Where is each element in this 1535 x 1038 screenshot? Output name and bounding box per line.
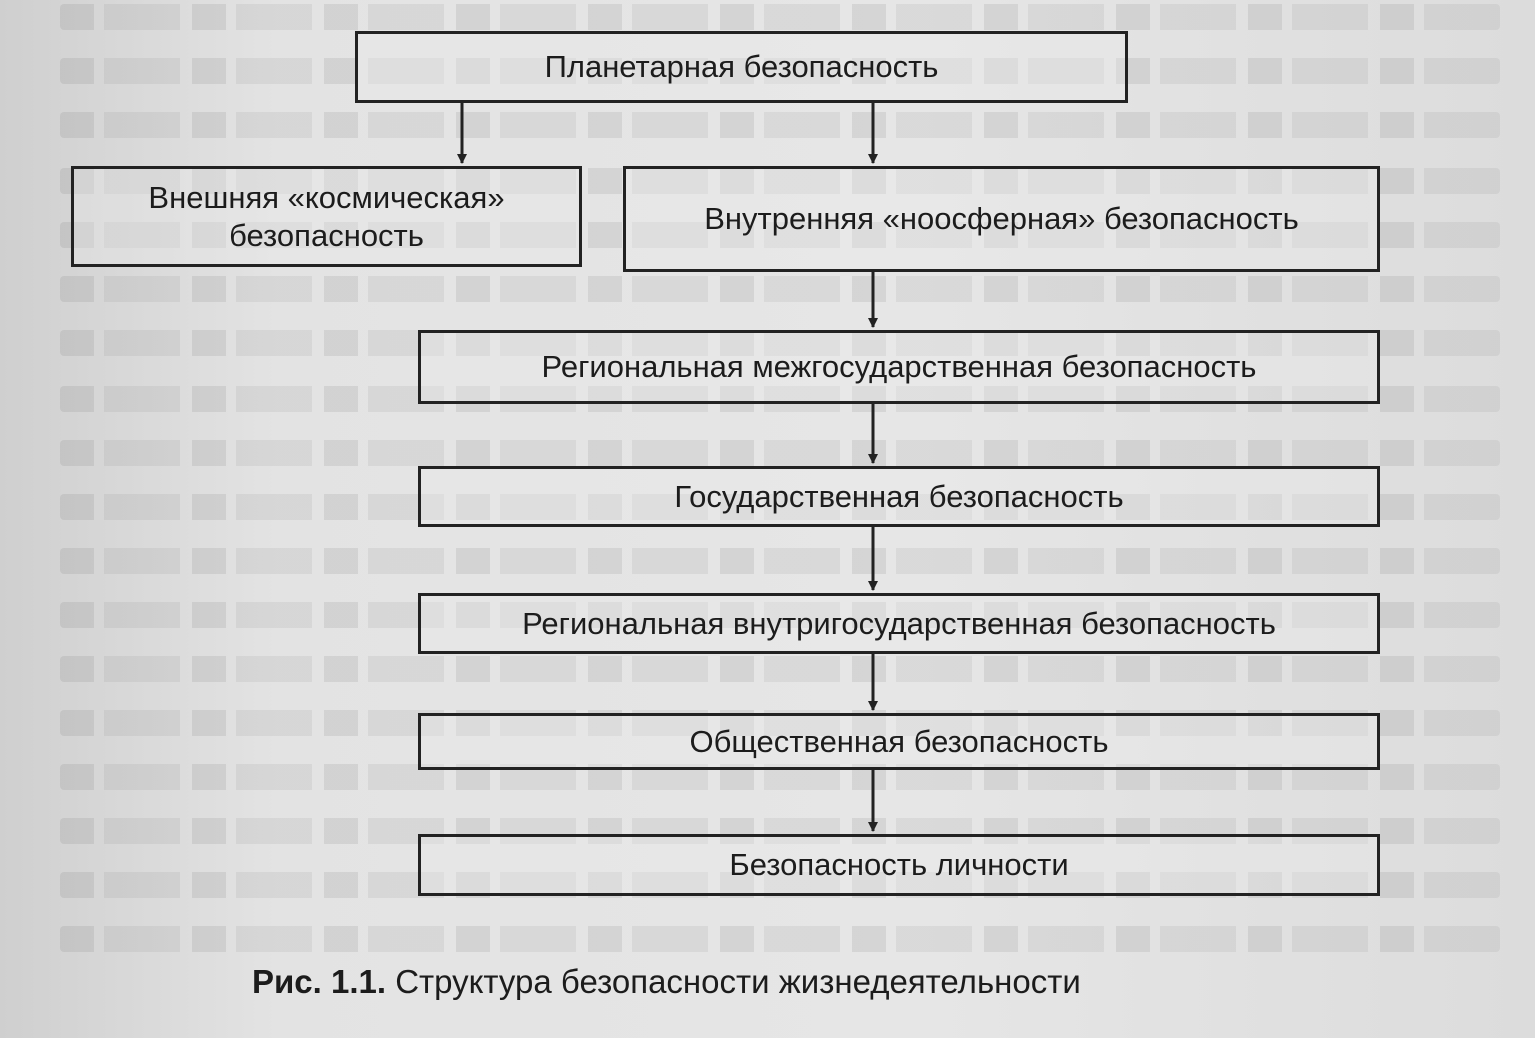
node-regional-intrastate-security: Региональная внутригосударственная безоп… bbox=[418, 593, 1380, 654]
bleed-through-text bbox=[60, 818, 1500, 844]
bleed-through-text bbox=[60, 656, 1500, 682]
bleed-through-text bbox=[60, 58, 1500, 84]
bleed-through-text bbox=[60, 330, 1500, 356]
figure-caption-label: Рис. 1.1. bbox=[252, 963, 387, 1000]
bleed-through-text bbox=[60, 386, 1500, 412]
node-personal-security: Безопасность личности bbox=[418, 834, 1380, 896]
figure-caption: Рис. 1.1. Структура безопасности жизнеде… bbox=[252, 962, 1081, 1002]
node-label-line1: Внешняя «космическая» bbox=[148, 179, 505, 215]
node-external-cosmic-security: Внешняя «космическая» безопасность bbox=[71, 166, 582, 267]
node-label: Безопасность личности bbox=[729, 847, 1069, 882]
bleed-through-text bbox=[60, 926, 1500, 952]
bleed-through-text bbox=[60, 168, 1500, 194]
node-label: Региональная межгосударственная безопасн… bbox=[541, 349, 1257, 384]
figure-caption-text: Структура безопасности жизнедеятельности bbox=[386, 963, 1081, 1000]
bleed-through-text bbox=[60, 602, 1500, 628]
bleed-through-text bbox=[60, 276, 1500, 302]
node-public-security: Общественная безопасность bbox=[418, 713, 1380, 770]
bleed-through-text bbox=[60, 112, 1500, 138]
node-label-line2: безопасность bbox=[229, 217, 424, 253]
bleed-through-text bbox=[60, 494, 1500, 520]
bleed-through-text bbox=[60, 440, 1500, 466]
bleed-through-text bbox=[60, 4, 1500, 30]
bleed-through-text bbox=[60, 222, 1500, 248]
node-label: Общественная безопасность bbox=[689, 723, 1109, 759]
node-label: Государственная безопасность bbox=[674, 478, 1124, 514]
node-label: Внутренняя «ноосферная» безопасность bbox=[704, 201, 1299, 236]
bleed-through-text bbox=[60, 548, 1500, 574]
node-internal-noosphere-security: Внутренняя «ноосферная» безопасность bbox=[623, 166, 1380, 272]
node-label: Планетарная безопасность bbox=[544, 49, 939, 84]
node-label: Региональная внутригосударственная безоп… bbox=[522, 605, 1276, 641]
node-state-security: Государственная безопасность bbox=[418, 466, 1380, 527]
node-regional-interstate-security: Региональная межгосударственная безопасн… bbox=[418, 330, 1380, 404]
node-planetary-security: Планетарная безопасность bbox=[355, 31, 1128, 103]
